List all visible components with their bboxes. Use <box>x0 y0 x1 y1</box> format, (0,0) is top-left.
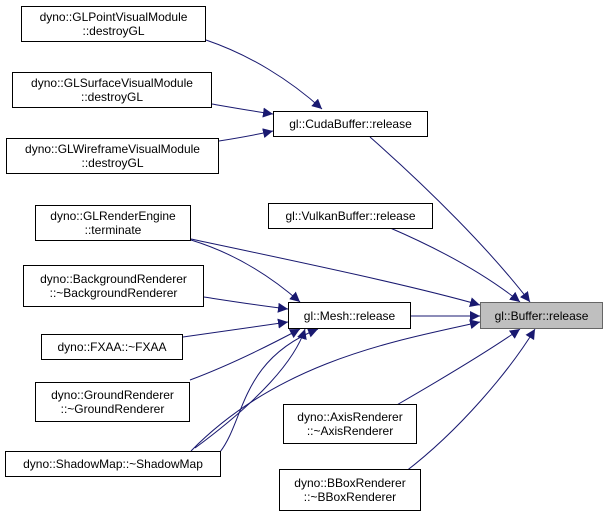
edge-point-to-cuda <box>205 39 323 110</box>
node-label-line2: ::~GroundRenderer <box>60 402 165 416</box>
edge-axis-to-buffer <box>394 328 521 407</box>
node-label-line2: ::~AxisRenderer <box>306 424 394 438</box>
node-fxaa-destructor[interactable]: dyno::FXAA::~FXAA <box>41 334 183 360</box>
node-label-line1: dyno::GLRenderEngine <box>50 209 176 223</box>
node-label-line1: gl::Buffer::release <box>494 308 589 323</box>
node-vulkan-buffer-release[interactable]: gl::VulkanBuffer::release <box>268 203 433 229</box>
node-label-line1: dyno::BackgroundRenderer <box>40 272 187 286</box>
edge-wireframe-to-cuda <box>218 128 274 142</box>
node-label-line2: ::~BBoxRenderer <box>303 490 397 504</box>
node-label-line2: ::destroyGL <box>81 156 144 170</box>
edge-fxaa-to-mesh <box>182 318 289 338</box>
node-gl-surface-visual-module-destroy[interactable]: dyno::GLSurfaceVisualModule ::destroyGL <box>12 72 212 108</box>
node-shadowmap-destructor[interactable]: dyno::ShadowMap::~ShadowMap <box>5 451 221 477</box>
edge-vulkan-to-buffer <box>387 226 521 303</box>
node-ground-renderer-destructor[interactable]: dyno::GroundRenderer ::~GroundRenderer <box>35 382 190 422</box>
edge-engine-to-mesh <box>190 239 301 303</box>
node-label-line1: dyno::FXAA::~FXAA <box>57 340 167 354</box>
node-mesh-release[interactable]: gl::Mesh::release <box>288 302 411 329</box>
edge-shadowmap-to-buffer <box>190 319 481 452</box>
node-label-line1: dyno::GroundRenderer <box>51 388 174 402</box>
edge-cuda-to-buffer <box>369 136 531 303</box>
node-label-line1: dyno::AxisRenderer <box>297 410 403 424</box>
edge-shadowmap-to-mesh <box>194 328 307 449</box>
node-label-line1: gl::VulkanBuffer::release <box>285 209 416 223</box>
node-label-line2: ::destroyGL <box>80 90 144 104</box>
node-label-line1: dyno::BBoxRenderer <box>294 476 406 490</box>
node-cuda-buffer-release[interactable]: gl::CudaBuffer::release <box>273 111 428 137</box>
node-label-line1: gl::CudaBuffer::release <box>289 117 412 131</box>
edge-engine-to-buffer <box>190 238 481 308</box>
node-label-line2: ::destroyGL <box>82 24 145 38</box>
node-buffer-release-target: gl::Buffer::release <box>480 302 603 329</box>
edge-background-to-mesh <box>203 296 289 313</box>
node-bbox-renderer-destructor[interactable]: dyno::BBoxRenderer ::~BBoxRenderer <box>279 469 421 511</box>
edge-surface-to-cuda <box>211 103 274 118</box>
node-label-line2: ::~BackgroundRenderer <box>49 286 178 300</box>
edge-shadowmap-to-mesh-2 <box>219 328 319 453</box>
node-gl-render-engine-terminate[interactable]: dyno::GLRenderEngine ::terminate <box>35 205 191 241</box>
edge-ground-to-mesh <box>189 328 301 381</box>
node-gl-wireframe-visual-module-destroy[interactable]: dyno::GLWireframeVisualModule ::destroyG… <box>6 138 219 174</box>
node-background-renderer-destructor[interactable]: dyno::BackgroundRenderer ::~BackgroundRe… <box>23 265 204 307</box>
node-label-line1: gl::Mesh::release <box>303 308 396 323</box>
node-label-line1: dyno::GLPointVisualModule <box>39 10 188 24</box>
node-label-line1: dyno::GLSurfaceVisualModule <box>31 76 193 90</box>
node-label-line1: dyno::GLWireframeVisualModule <box>25 142 200 156</box>
node-label-line2: ::terminate <box>84 223 142 237</box>
node-label-line1: dyno::ShadowMap::~ShadowMap <box>23 457 203 471</box>
node-gl-point-visual-module-destroy[interactable]: dyno::GLPointVisualModule ::destroyGL <box>21 6 206 42</box>
edge-bbox-to-buffer <box>404 328 536 473</box>
node-axis-renderer-destructor[interactable]: dyno::AxisRenderer ::~AxisRenderer <box>283 404 417 444</box>
